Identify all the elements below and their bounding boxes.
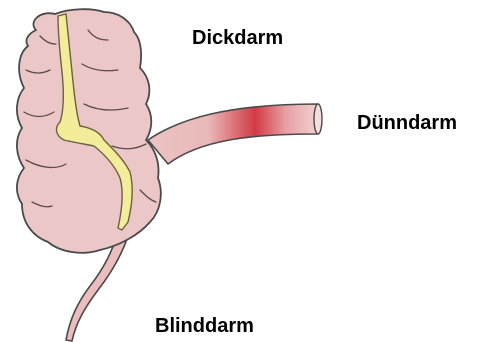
label-blinddarm: Blinddarm [155,316,254,336]
small-intestine-shape [148,104,321,164]
label-dickdarm: Dickdarm [192,28,283,48]
small-intestine-opening [314,104,322,134]
label-duenndarm: Dünndarm [357,113,457,133]
